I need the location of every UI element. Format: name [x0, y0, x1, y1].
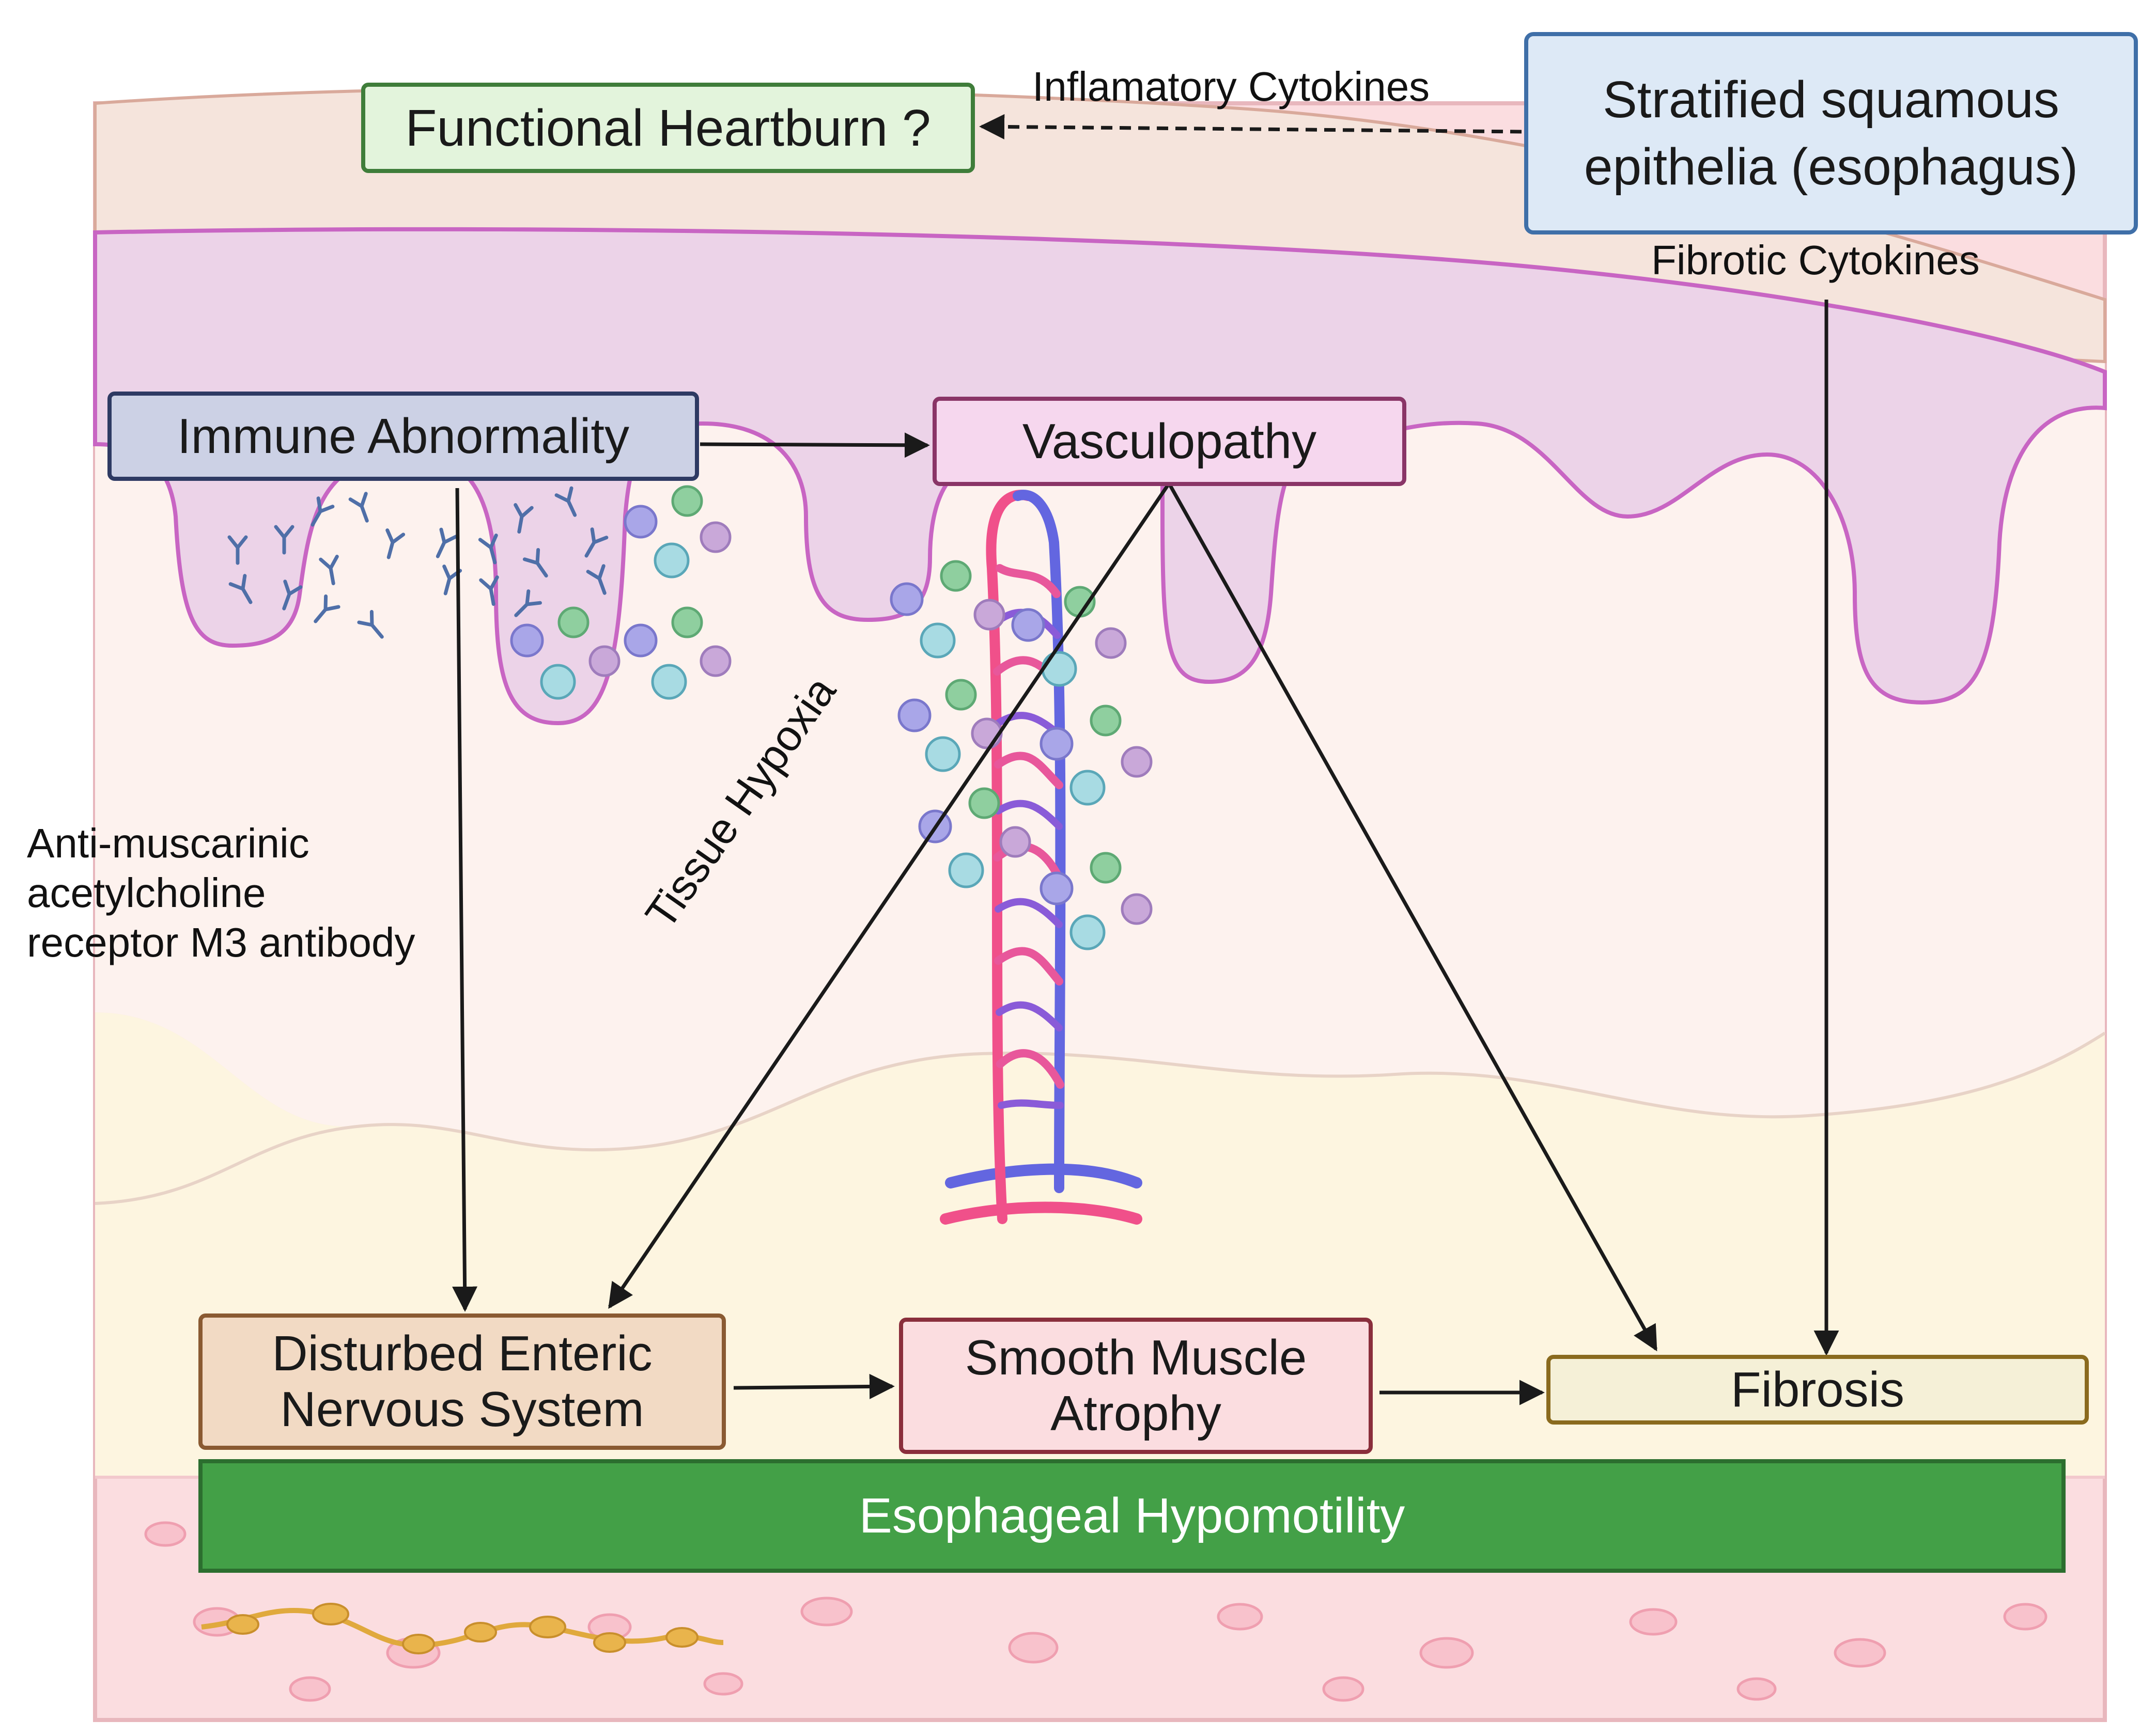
arrow-enteric-muscle — [733, 1373, 895, 1399]
arrow-vasculopathy-fibrosis — [1168, 484, 1658, 1352]
disturbed-enteric-label: Disturbed Enteric Nervous System — [272, 1326, 653, 1437]
immune-cell — [557, 485, 1122, 884]
immune-abnormality-box: Immune Abnormality — [107, 392, 699, 481]
antibody-label: Anti-muscarinic acetylcholine receptor M… — [27, 820, 415, 965]
antibody-icons — [227, 486, 609, 639]
functional-heartburn-box: Functional Heartburn ? — [361, 83, 975, 173]
functional-heartburn-label: Functional Heartburn ? — [405, 99, 931, 157]
epithelium-layer — [93, 227, 2107, 726]
smooth-muscle-box: Smooth Muscle Atrophy — [899, 1318, 1373, 1454]
arrow-immune-vasculopathy — [700, 432, 930, 458]
stratified-squamous-box: Stratified squamous epithelia (esophagus… — [1524, 32, 2138, 234]
fibrosis-box: Fibrosis — [1546, 1355, 2089, 1425]
arrow-immune-enteric — [452, 488, 478, 1312]
smooth-muscle-label: Smooth Muscle Atrophy — [965, 1330, 1307, 1441]
nerve-fiber — [201, 1603, 724, 1654]
arrow-hypoxia — [608, 484, 1169, 1309]
arrow-inflammatory — [979, 114, 1522, 139]
fibrotic-cytokines-label: Fibrotic Cytokines — [1651, 237, 1980, 283]
immune-cell — [510, 505, 1074, 905]
immune-cell — [540, 542, 1106, 950]
vasculopathy-label: Vasculopathy — [1022, 413, 1317, 469]
stratified-squamous-label: Stratified squamous epithelia (esophagus… — [1584, 71, 2079, 196]
immune-abnormality-label: Immune Abnormality — [177, 408, 629, 464]
esophageal-hypomotility-label: Esophageal Hypomotility — [859, 1488, 1405, 1544]
disturbed-enteric-box: Disturbed Enteric Nervous System — [198, 1313, 726, 1450]
immune-cells — [510, 485, 1153, 950]
diagram-arrows — [452, 114, 1839, 1405]
esophageal-hypomotility-bar: Esophageal Hypomotility — [198, 1459, 2066, 1573]
vasculopathy-box: Vasculopathy — [933, 397, 1406, 486]
inflammatory-cytokines-label: Inflamatory Cytokines — [1032, 64, 1430, 110]
immune-cell — [588, 521, 1153, 925]
fibrosis-label: Fibrosis — [1730, 1362, 1905, 1417]
